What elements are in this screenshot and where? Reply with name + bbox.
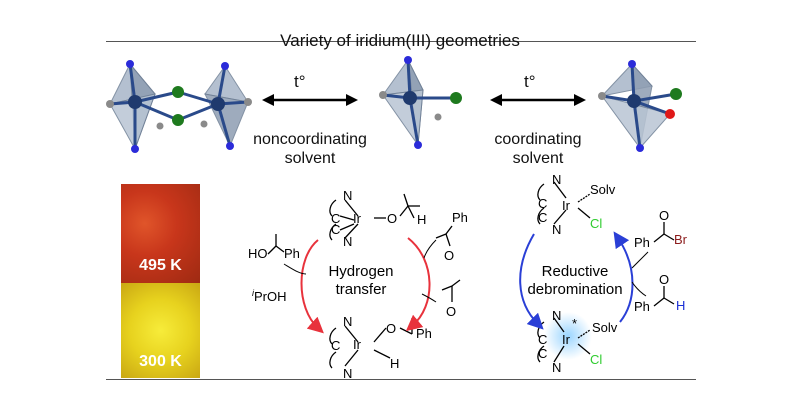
sub-ph: Ph: [634, 235, 650, 250]
bot-h: H: [390, 356, 399, 371]
left-ho: HO: [248, 246, 268, 261]
left-solvent-line2: solvent: [284, 150, 336, 167]
bot-o: O: [386, 321, 396, 336]
top-ir-c2: C: [331, 222, 340, 237]
left-double-arrow: [262, 94, 358, 106]
prod-h: H: [676, 298, 685, 313]
right-double-arrow: [490, 94, 586, 106]
photo-300k: [121, 283, 200, 378]
deb-bot-cl: Cl: [590, 352, 602, 367]
iproh-sup: i: [252, 288, 255, 298]
dimer-structure: [106, 60, 252, 153]
top-ir-metal: Ir: [353, 211, 362, 226]
top-ir-c: C: [331, 211, 340, 226]
deb-top-n: N: [552, 172, 561, 187]
figure-title: Variety of iridium(III) geometries: [280, 31, 520, 50]
right-solvent-line2: solvent: [512, 150, 564, 167]
top-h: H: [417, 212, 426, 227]
right-o2: O: [446, 304, 456, 319]
prod-ph: Ph: [634, 299, 650, 314]
hydrogen-center-2: transfer: [336, 281, 387, 298]
bot-ir-n: N: [343, 314, 352, 329]
deb-bot-c2: C: [538, 346, 547, 361]
deb-top-metal: Ir: [562, 198, 571, 213]
deb-top-n2: N: [552, 222, 561, 237]
bot-ph: Ph: [416, 326, 432, 341]
top-o: O: [387, 211, 397, 226]
top-ir-n2: N: [343, 234, 352, 249]
deb-top-cl: Cl: [590, 216, 602, 231]
deb-bot-metal: Ir: [562, 332, 571, 347]
bot-ir-n2: N: [343, 366, 352, 381]
deb-bot-solv: Solv: [592, 320, 618, 335]
debromination-cycle: N C Ir C N Solv Cl N C Ir * C N Solv Cl …: [519, 172, 688, 375]
deb-bot-c: C: [538, 332, 547, 347]
left-ph: Ph: [284, 246, 300, 261]
bot-ir-metal: Ir: [353, 337, 362, 352]
deb-center-1: Reductive: [542, 263, 609, 280]
right-solvent-line1: coordinating: [494, 131, 582, 148]
deb-bot-n: N: [552, 308, 561, 323]
right-ph: Ph: [452, 210, 468, 225]
temp-label-495k: 495 K: [139, 257, 182, 274]
top-ir-n: N: [343, 188, 352, 203]
right-solvent-label: coordinating solvent: [475, 130, 601, 168]
deb-bot-star: *: [572, 316, 577, 331]
deb-top-c: C: [538, 196, 547, 211]
bot-ir-c: C: [331, 338, 340, 353]
sub-o: O: [659, 208, 669, 223]
iproh-main: PrOH: [254, 289, 287, 304]
prod-o: O: [659, 272, 669, 287]
right-o1: O: [444, 248, 454, 263]
right-temperature-label: t°: [524, 72, 536, 91]
hydrogen-transfer-cycle: N C Ir C N O H N C Ir N O Ph H HO Ph iPr…: [248, 188, 468, 381]
deb-center-2: debromination: [527, 281, 622, 298]
iproh: iPrOH: [252, 288, 287, 304]
bottom-rule: [106, 379, 696, 380]
sub-br: Br: [674, 232, 688, 247]
deb-top-c2: C: [538, 210, 547, 225]
solvated-structure: [598, 60, 682, 152]
left-solvent-line1: noncoordinating: [253, 131, 367, 148]
photo-495k: [121, 184, 200, 283]
left-temperature-label: t°: [294, 72, 306, 91]
hydrogen-center-1: Hydrogen: [328, 263, 393, 280]
deb-bot-n2: N: [552, 360, 561, 375]
left-solvent-label: noncoordinating solvent: [245, 130, 375, 168]
temp-label-300k: 300 K: [139, 353, 182, 370]
deb-top-solv: Solv: [590, 182, 616, 197]
monomer-structure: [379, 56, 462, 149]
top-rule: [106, 41, 696, 42]
